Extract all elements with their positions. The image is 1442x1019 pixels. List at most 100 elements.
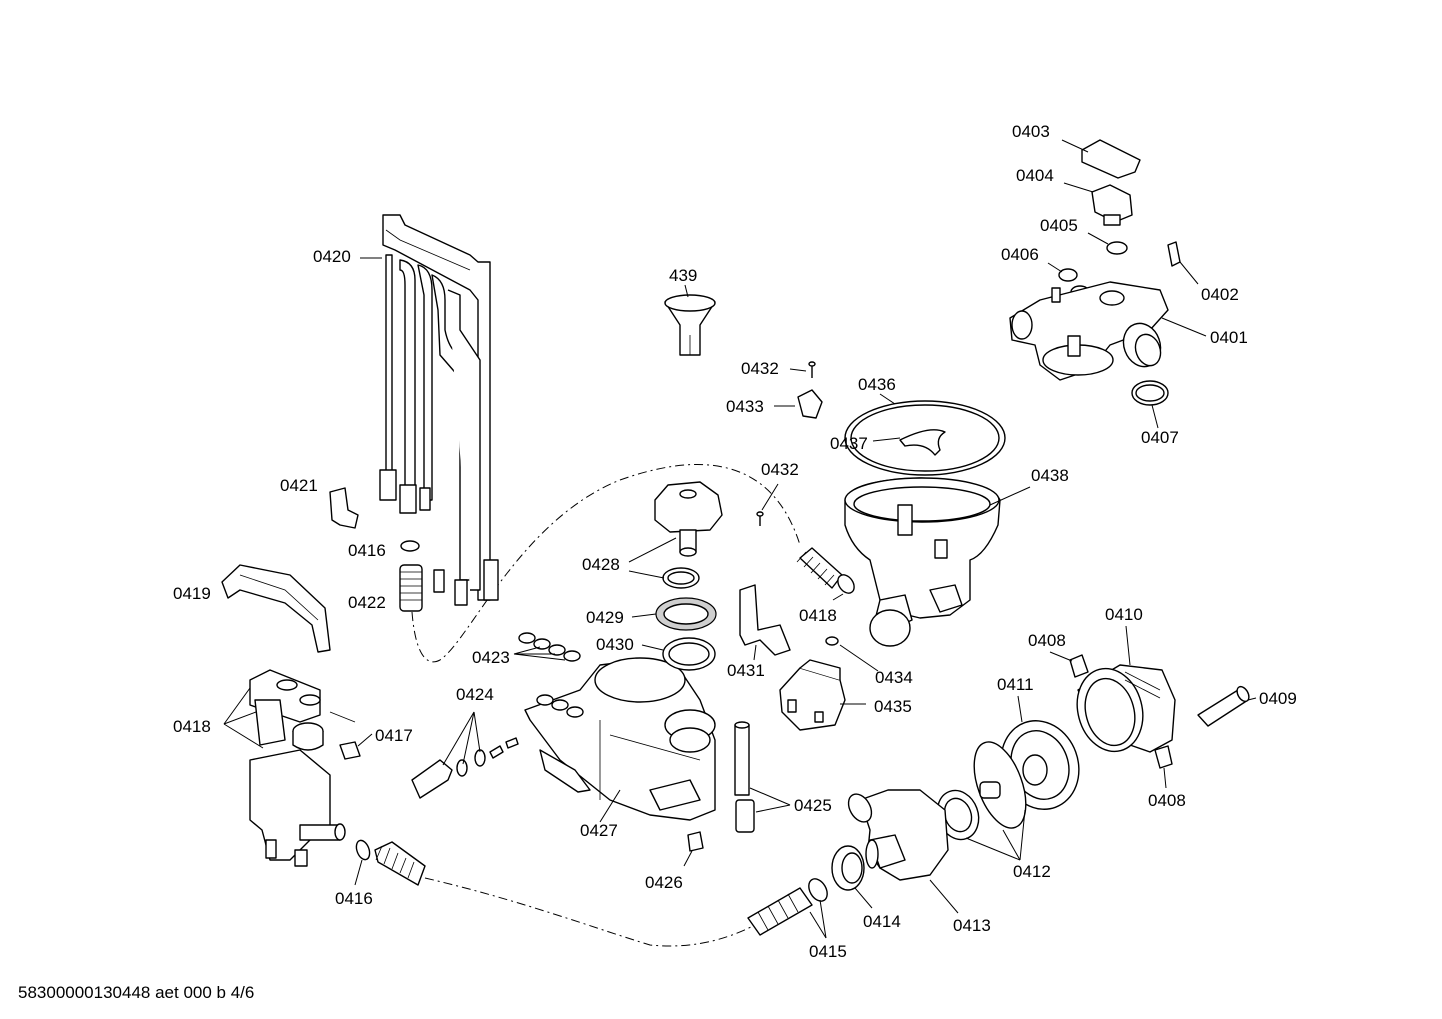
part-clip-0421	[329, 487, 359, 529]
label-0418-left: 0418	[173, 717, 211, 736]
leader-0425	[749, 787, 791, 813]
leader-0404	[1063, 182, 1094, 193]
label-0409: 0409	[1259, 689, 1297, 708]
leader-0429-0430	[628, 570, 665, 651]
label-0413: 0413	[953, 916, 991, 935]
label-0436: 0436	[858, 375, 896, 394]
label-0405: 0405	[1040, 216, 1078, 235]
label-0401: 0401	[1210, 328, 1248, 347]
label-0404: 0404	[1016, 166, 1054, 185]
part-rings-0428-0430	[655, 567, 717, 671]
label-0410: 0410	[1105, 605, 1143, 624]
label-0411: 0411	[997, 675, 1034, 694]
label-0407: 0407	[1141, 428, 1179, 447]
part-screw-0432-lower	[756, 511, 764, 526]
part-rings-0423	[518, 632, 581, 662]
leader-0426	[683, 850, 693, 867]
leader-0410	[1125, 625, 1131, 666]
leader-0416-lower	[354, 859, 363, 886]
part-heater-pump-0410	[1076, 664, 1176, 753]
label-0430: 0430	[596, 635, 634, 654]
leader-0409	[1247, 697, 1257, 701]
label-0433: 0433	[726, 397, 764, 416]
label-0429: 0429	[586, 608, 624, 627]
leader-0401	[1161, 317, 1207, 337]
leader-0402	[1179, 261, 1199, 285]
leader-0412	[965, 809, 1026, 861]
part-hose-0422	[399, 564, 423, 612]
label-0427: 0427	[580, 821, 618, 840]
label-0406: 0406	[1001, 245, 1039, 264]
hose-routing-lines	[411, 464, 801, 947]
part-cap-0428	[654, 481, 723, 557]
part-clip-0426	[687, 831, 704, 852]
label-0417: 0417	[375, 726, 413, 745]
part-switch-0435	[779, 659, 846, 731]
label-0438: 0438	[1031, 466, 1069, 485]
leader-0431	[753, 644, 757, 661]
label-439: 439	[669, 266, 697, 285]
leader-0418-right	[832, 593, 844, 601]
part-sensor-0409	[1197, 685, 1250, 727]
part-clip-0434	[825, 636, 839, 646]
part-ring-0405	[1106, 241, 1128, 255]
leader-0418-left	[223, 687, 264, 749]
label-0416-lower: 0416	[335, 889, 373, 908]
label-0419: 0419	[173, 584, 211, 603]
label-0415: 0415	[809, 942, 847, 961]
label-0421: 0421	[280, 476, 318, 495]
label-0426: 0426	[645, 873, 683, 892]
label-0432-upper: 0432	[741, 359, 779, 378]
label-0414: 0414	[863, 912, 901, 931]
leader-0432-upper	[789, 368, 807, 372]
leader-0415	[809, 899, 827, 939]
part-heating-pipes	[379, 214, 499, 606]
leader-0424	[442, 711, 481, 766]
part-labels: 0401 0402 0403 0404 0405 0406 0407 0408 …	[173, 122, 1297, 961]
part-hose-0416-lower	[355, 839, 426, 886]
part-clip-0408-upper	[1069, 654, 1089, 678]
leader-0434	[839, 644, 879, 672]
leader-0436-0437	[872, 393, 901, 442]
label-0408-lower: 0408	[1148, 791, 1186, 810]
part-clip-0402	[1167, 241, 1181, 267]
leader-0427	[599, 789, 621, 823]
part-float-0425	[734, 721, 755, 833]
part-valve-0424	[411, 737, 519, 799]
part-sump-gasket-0436	[844, 400, 1006, 476]
part-clip-0433	[797, 389, 823, 419]
label-0420: 0420	[313, 247, 351, 266]
leader-0423	[513, 646, 566, 661]
label-0403: 0403	[1012, 122, 1050, 141]
part-screw-0432-upper	[808, 361, 816, 378]
leader-0417	[357, 733, 373, 747]
leader-0403	[1061, 139, 1089, 153]
leader-0413	[929, 879, 959, 914]
label-0425: 0425	[794, 796, 832, 815]
leader-439	[684, 284, 689, 298]
label-0422: 0422	[348, 593, 386, 612]
part-sump-0438	[844, 477, 1001, 647]
leader-0428	[628, 537, 677, 563]
label-0402: 0402	[1201, 285, 1239, 304]
part-hose-0418-right	[796, 547, 855, 594]
part-pump-housing-0413	[847, 789, 949, 881]
label-0428: 0428	[582, 555, 620, 574]
part-hose-0415	[747, 878, 828, 936]
part-cover-0403	[1081, 139, 1141, 179]
label-0435: 0435	[874, 697, 912, 716]
label-0434: 0434	[875, 668, 913, 687]
leader-0411	[1017, 695, 1023, 723]
leader-0408-lower	[1163, 767, 1167, 789]
label-0431: 0431	[727, 661, 765, 680]
leader-0406	[1047, 262, 1063, 273]
leader-0405	[1087, 232, 1109, 245]
label-0424: 0424	[456, 685, 494, 704]
part-connector-0404	[1091, 184, 1133, 226]
label-0432-lower: 0432	[761, 460, 799, 479]
leader-0408-upper	[1049, 651, 1073, 662]
drawing-reference-footer: 58300000130448 aet 000 b 4/6	[18, 983, 254, 1002]
label-0412: 0412	[1013, 862, 1051, 881]
